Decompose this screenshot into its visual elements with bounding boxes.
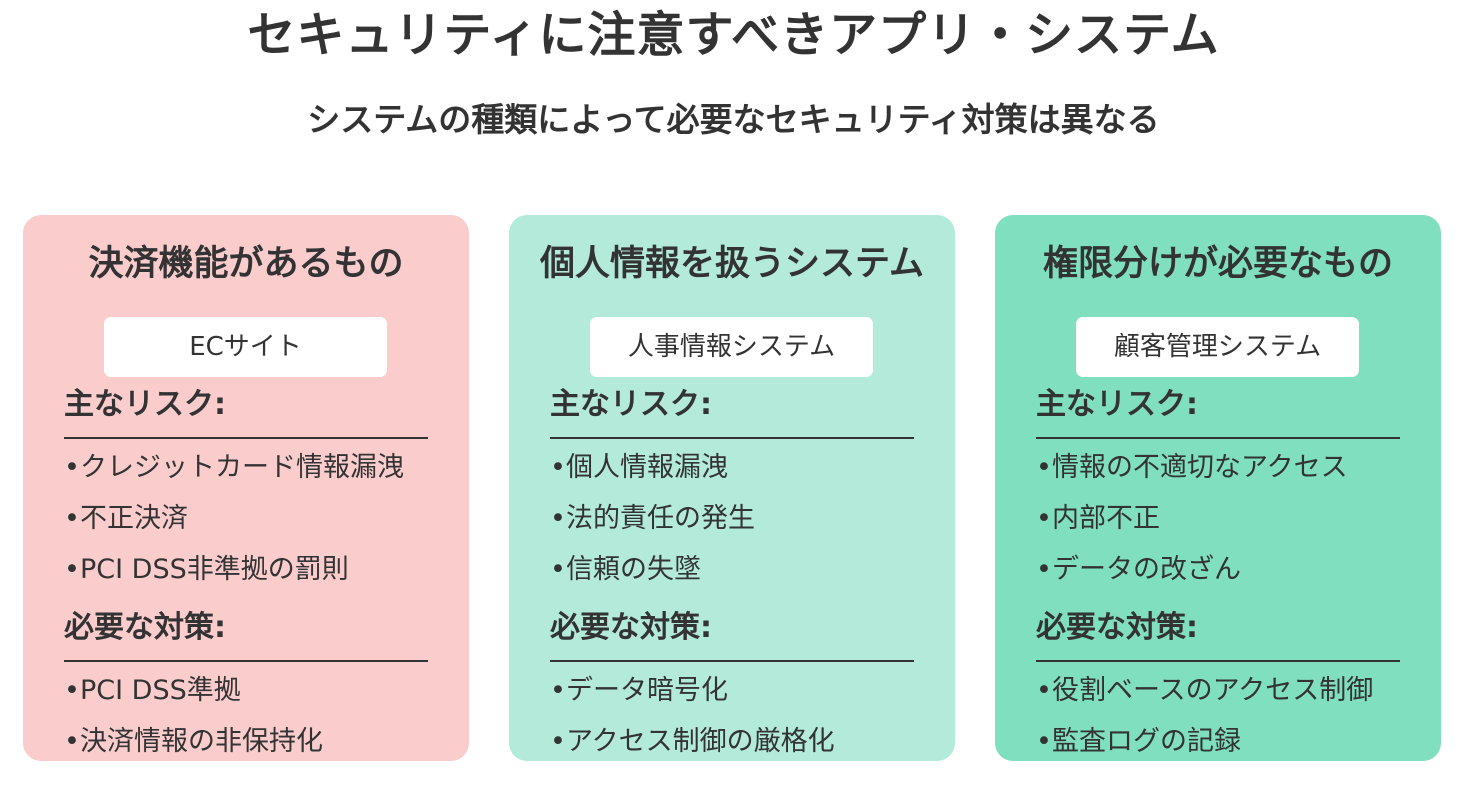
- list-item: •PCI DSS準拠: [64, 671, 323, 722]
- measure-text: アクセス制御の厳格化: [566, 726, 835, 757]
- risks-heading: 主なリスク:: [550, 387, 712, 422]
- bullet-icon: •: [64, 452, 80, 483]
- list-item: •クレジットカード情報漏洩: [64, 448, 404, 499]
- measures-heading: 必要な対策:: [1036, 610, 1198, 645]
- measure-text: 役割ベースのアクセス制御: [1052, 675, 1374, 706]
- bullet-icon: •: [550, 503, 566, 534]
- measures-list: •PCI DSS準拠 •決済情報の非保持化: [64, 671, 323, 773]
- risks-heading: 主なリスク:: [1036, 387, 1198, 422]
- bullet-icon: •: [64, 675, 80, 706]
- bullet-icon: •: [1036, 675, 1052, 706]
- list-item: •アクセス制御の厳格化: [550, 722, 835, 773]
- example-label: 顧客管理システム: [1076, 317, 1359, 377]
- list-item: •個人情報漏洩: [550, 448, 755, 499]
- measures-heading: 必要な対策:: [550, 610, 712, 645]
- bullet-icon: •: [64, 554, 80, 585]
- risk-text: PCI DSS非準拠の罰則: [80, 554, 349, 585]
- risks-list: •情報の不適切なアクセス •内部不正 •データの改ざん: [1036, 448, 1348, 601]
- risk-text: 内部不正: [1052, 503, 1160, 534]
- bullet-icon: •: [1036, 726, 1052, 757]
- bullet-icon: •: [1036, 452, 1052, 483]
- bullet-icon: •: [550, 726, 566, 757]
- card-payment: 決済機能があるもの ECサイト 主なリスク: •クレジットカード情報漏洩 •不正…: [23, 215, 469, 761]
- risk-text: データの改ざん: [1052, 554, 1241, 585]
- risk-text: クレジットカード情報漏洩: [80, 452, 404, 483]
- card-permission: 権限分けが必要なもの 顧客管理システム 主なリスク: •情報の不適切なアクセス …: [995, 215, 1441, 761]
- risks-list: •個人情報漏洩 •法的責任の発生 •信頼の失墜: [550, 448, 755, 601]
- list-item: •データの改ざん: [1036, 550, 1348, 601]
- divider: [1036, 437, 1400, 439]
- list-item: •法的責任の発生: [550, 499, 755, 550]
- list-item: •役割ベースのアクセス制御: [1036, 671, 1373, 722]
- risk-text: 不正決済: [80, 503, 188, 534]
- list-item: •PCI DSS非準拠の罰則: [64, 550, 404, 601]
- risks-list: •クレジットカード情報漏洩 •不正決済 •PCI DSS非準拠の罰則: [64, 448, 404, 601]
- list-item: •監査ログの記録: [1036, 722, 1373, 773]
- divider: [550, 660, 914, 662]
- risk-text: 情報の不適切なアクセス: [1052, 452, 1348, 483]
- measures-list: •データ暗号化 •アクセス制御の厳格化: [550, 671, 835, 773]
- list-item: •決済情報の非保持化: [64, 722, 323, 773]
- example-label: 人事情報システム: [590, 317, 873, 377]
- list-item: •情報の不適切なアクセス: [1036, 448, 1348, 499]
- measure-text: 監査ログの記録: [1052, 726, 1241, 757]
- bullet-icon: •: [64, 503, 80, 534]
- list-item: •信頼の失墜: [550, 550, 755, 601]
- list-item: •データ暗号化: [550, 671, 835, 722]
- list-item: •内部不正: [1036, 499, 1348, 550]
- list-item: •不正決済: [64, 499, 404, 550]
- measure-text: データ暗号化: [566, 675, 728, 706]
- example-label: ECサイト: [104, 317, 387, 377]
- page-subtitle: システムの種類によって必要なセキュリティ対策は異なる: [307, 100, 1160, 139]
- card-title: 権限分けが必要なもの: [1042, 244, 1393, 284]
- risks-heading: 主なリスク:: [64, 387, 226, 422]
- measure-text: PCI DSS準拠: [80, 675, 241, 706]
- card-personal-info: 個人情報を扱うシステム 人事情報システム 主なリスク: •個人情報漏洩 •法的責…: [509, 215, 955, 761]
- bullet-icon: •: [550, 452, 566, 483]
- page-title: セキュリティに注意すべきアプリ・システム: [247, 7, 1220, 63]
- bullet-icon: •: [1036, 503, 1052, 534]
- divider: [550, 437, 914, 439]
- bullet-icon: •: [1036, 554, 1052, 585]
- risk-text: 法的責任の発生: [566, 503, 755, 534]
- divider: [64, 437, 428, 439]
- risk-text: 個人情報漏洩: [566, 452, 728, 483]
- card-title: 個人情報を扱うシステム: [540, 244, 924, 284]
- risk-text: 信頼の失墜: [566, 554, 701, 585]
- bullet-icon: •: [64, 726, 80, 757]
- bullet-icon: •: [550, 675, 566, 706]
- card-title: 決済機能があるもの: [88, 244, 404, 284]
- bullet-icon: •: [550, 554, 566, 585]
- divider: [1036, 660, 1400, 662]
- measure-text: 決済情報の非保持化: [80, 726, 323, 757]
- measures-heading: 必要な対策:: [64, 610, 226, 645]
- measures-list: •役割ベースのアクセス制御 •監査ログの記録: [1036, 671, 1373, 773]
- divider: [64, 660, 428, 662]
